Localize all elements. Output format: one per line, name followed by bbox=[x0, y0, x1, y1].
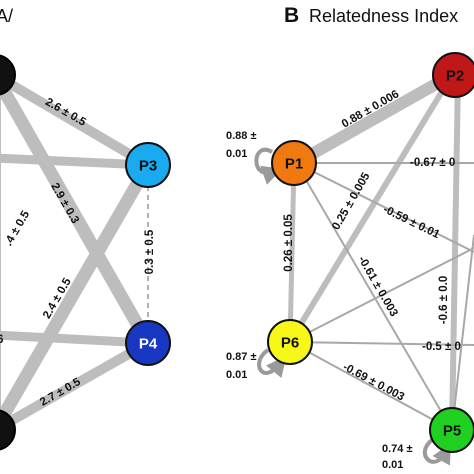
edge-left-mid-p3 bbox=[0, 153, 149, 170]
edge-label-p2-p6: 0.25 ± 0.005 bbox=[330, 170, 373, 232]
self-label-p6-line2: 0.01 bbox=[226, 369, 247, 381]
self-loop-p5 bbox=[422, 438, 451, 466]
edge-p6-p2 bbox=[287, 73, 455, 344]
edge-p1-p2 bbox=[293, 69, 455, 169]
edge-left-bottom-p4 bbox=[0, 338, 151, 433]
node-p5-label: P5 bbox=[443, 423, 461, 440]
edge-p6-p5 bbox=[289, 341, 453, 431]
edge-p1-right-low bbox=[295, 162, 474, 253]
edge-label-a6: 2.7 ± 0.5 bbox=[38, 376, 83, 409]
edge-label-p5-right: -0.5 ± 0 bbox=[422, 341, 461, 353]
node-p2-label: P2 bbox=[446, 68, 464, 85]
edge-label-p1-right: -0.67 ± 0 bbox=[410, 157, 455, 169]
panel-b-letter: B bbox=[284, 4, 299, 27]
node-p4-label: P4 bbox=[139, 336, 158, 353]
node-p6-label: P6 bbox=[281, 335, 299, 352]
edge-label-p6-right: -0.59 ± 0.01 bbox=[381, 203, 442, 241]
edge-p1-p6 bbox=[287, 162, 297, 343]
edge-label-p1-p6: 0.26 ± 0.05 bbox=[283, 214, 295, 272]
panel-b: B Relatedness Index 0.88 ± 0.006 0.26 ± … bbox=[226, 4, 474, 471]
node-p3-label: P3 bbox=[139, 158, 157, 175]
self-label-p1-line2: 0.01 bbox=[226, 148, 247, 160]
edge-left-mid-p4 bbox=[0, 330, 149, 348]
edge-p1-p5 bbox=[295, 162, 453, 431]
node-p2: P2 bbox=[432, 52, 474, 98]
self-label-p5-line2: 0.01 bbox=[382, 459, 403, 471]
self-loop-p1 bbox=[254, 147, 283, 185]
self-loop-p6 bbox=[257, 348, 287, 379]
panel-b-title: Relatedness Index bbox=[309, 6, 458, 26]
node-left-bottom bbox=[0, 409, 16, 451]
edge-p6-right-low bbox=[289, 341, 474, 346]
edge-label-p2-p5: -0.6 ± 0.0 bbox=[438, 276, 450, 325]
edge-left-bottom-p3 bbox=[0, 161, 154, 434]
self-label-p6-line1: 0.87 ± bbox=[226, 351, 257, 363]
node-p3: P3 bbox=[125, 142, 171, 188]
node-p5: P5 bbox=[429, 407, 474, 453]
panel-a-title: A/ bbox=[0, 6, 13, 26]
node-p1-label: P1 bbox=[285, 156, 303, 173]
edge-p5-right bbox=[451, 234, 474, 431]
self-label-p5-line1: 0.74 ± bbox=[382, 443, 413, 455]
edge-label-p6-p5: -0.69 ± 0.003 bbox=[341, 361, 406, 403]
edge-p2-p5 bbox=[449, 74, 461, 431]
edge-label-a3: .4 ± 0.5 bbox=[3, 208, 33, 248]
node-p1: P1 bbox=[271, 140, 317, 186]
node-p4: P4 bbox=[125, 320, 171, 366]
panel-a: A/ 2.6 ± 0.5 2.9 ± 0.3 .4 ± 0.5 0.3 ± 0.… bbox=[0, 6, 171, 451]
edge-left-top-p4 bbox=[0, 71, 154, 347]
edge-label-a7: 6 bbox=[0, 334, 3, 346]
edge-left-top-p3 bbox=[0, 72, 151, 170]
node-left-top bbox=[0, 54, 16, 96]
edge-label-a4: 0.3 ± 0.5 bbox=[144, 229, 156, 274]
self-label-p1-line1: 0.88 ± bbox=[226, 130, 257, 142]
edge-p6-right bbox=[289, 247, 474, 343]
node-p6: P6 bbox=[267, 319, 313, 365]
edge-label-p1-p5: -0.61 ± 0.003 bbox=[355, 254, 399, 319]
